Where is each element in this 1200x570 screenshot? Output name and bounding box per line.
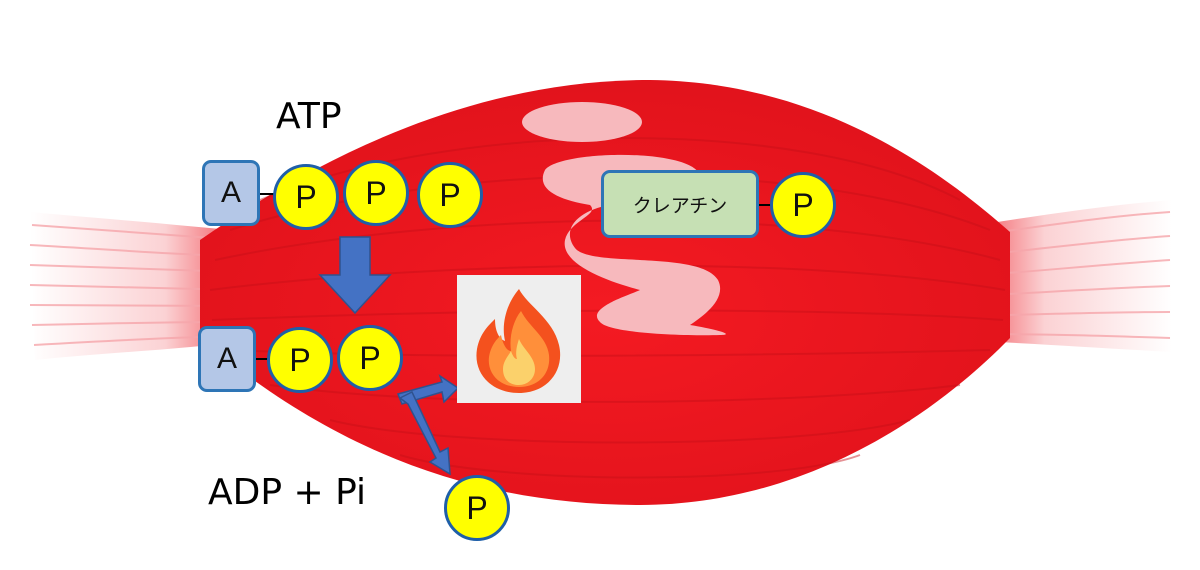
atp-phosphate-2: P [343, 160, 409, 226]
energy-card [457, 275, 581, 403]
adp-phosphate-1: P [267, 327, 333, 393]
fire-icon [476, 289, 561, 393]
creatine-box: クレアチン [601, 170, 759, 238]
atp-label: ATP [276, 96, 342, 137]
release-arrows [396, 374, 460, 476]
atp-phosphate-1: P [273, 164, 339, 230]
adp-pi-label: ADP + Pi [208, 472, 367, 513]
atp-phosphate-3: P [417, 162, 483, 228]
released-phosphate: P [444, 475, 510, 541]
creatine-phosphate-ball: P [770, 172, 836, 238]
adp-phosphate-2: P [337, 325, 403, 391]
muscle-highlight [522, 102, 726, 336]
adp-adenosine-box: A [198, 326, 256, 392]
conversion-arrow [318, 236, 392, 315]
atp-adenosine-box: A [202, 160, 260, 226]
